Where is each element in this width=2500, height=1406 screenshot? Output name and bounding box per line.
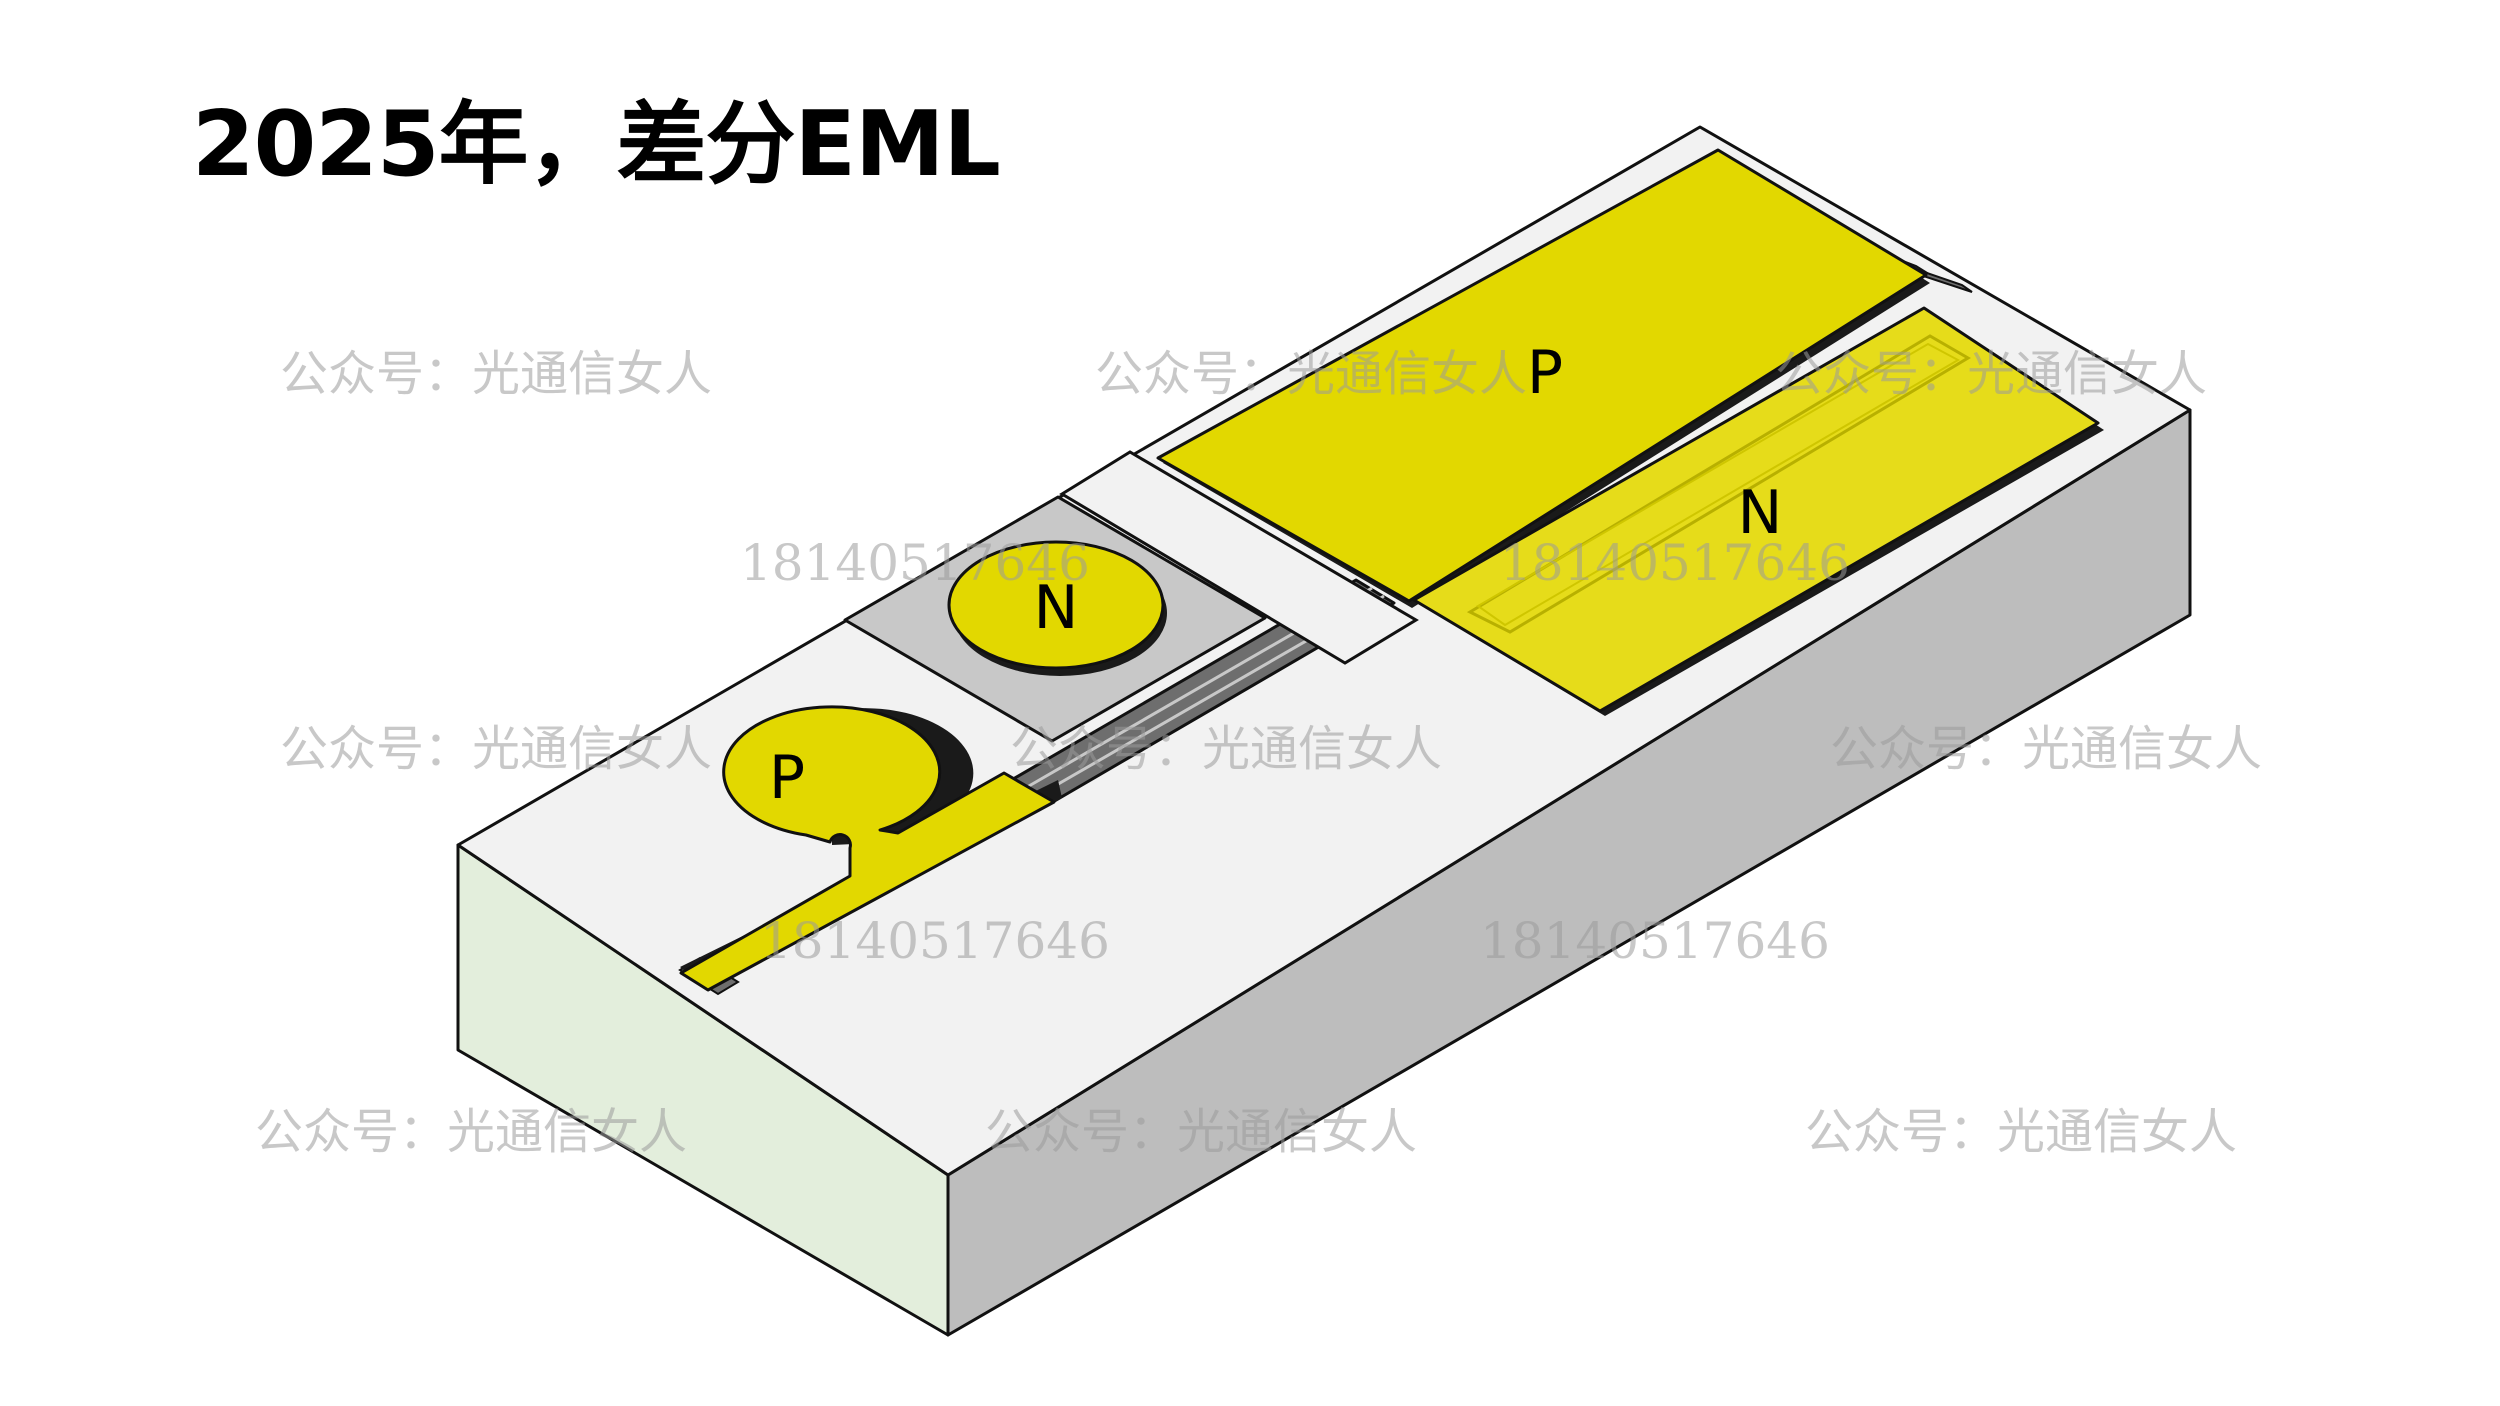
- watermark-account-2: 公众号：光通信女人: [1095, 346, 1527, 402]
- bottom-n-pad-group: N: [843, 495, 1267, 743]
- watermark-phone-1: 18140517646: [740, 534, 1090, 592]
- top-n-pad-label: N: [1738, 478, 1783, 548]
- watermark-phone-4: 18140517646: [1480, 912, 1830, 970]
- top-n-pad: [1412, 306, 2100, 713]
- watermark-account-5: 公众号：光通信女人: [1010, 721, 1442, 777]
- bottom-p-pad-label: P: [769, 743, 805, 813]
- n-pad-disc: [947, 540, 1165, 670]
- top-p-pad-outline: [1059, 450, 1419, 665]
- watermark-account-9: 公众号：光通信女人: [1805, 1104, 2237, 1160]
- top-p-pad: [1156, 148, 1928, 603]
- top-n-pad-group: N: [1412, 306, 2104, 716]
- n-pad-inner-strip: [1466, 334, 1971, 634]
- watermark-account-1: 公众号：光通信女人: [280, 346, 712, 402]
- watermark-phone-3: 18140517646: [760, 912, 1110, 970]
- watermark-account-6: 公众号：光通信女人: [1830, 721, 2262, 777]
- watermark-account-7: 公众号：光通信女人: [255, 1104, 687, 1160]
- watermark-account-4: 公众号：光通信女人: [280, 721, 712, 777]
- top-p-pad-label: P: [1527, 338, 1563, 408]
- page-title: 2025年，差分EML: [192, 92, 1001, 197]
- n-pad-inner-strip-outer: [1476, 342, 1961, 627]
- watermark-phone-2: 18140517646: [1500, 534, 1850, 592]
- watermark-account-3: 公众号：光通信女人: [1775, 346, 2207, 402]
- watermark-account-8: 公众号：光通信女人: [985, 1104, 1417, 1160]
- p-pad-shape: [679, 705, 1056, 992]
- bottom-n-pad-label: N: [1034, 573, 1079, 643]
- watermarks: 公众号：光通信女人 公众号：光通信女人 公众号：光通信女人 1814051764…: [255, 346, 2262, 1160]
- bottom-p-pad-group: P: [679, 705, 1062, 992]
- top-p-pad-group: P: [1059, 148, 1930, 665]
